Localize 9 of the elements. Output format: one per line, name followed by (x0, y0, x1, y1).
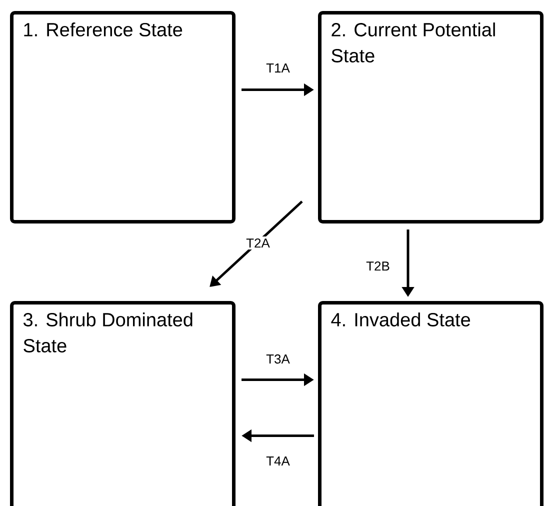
state-box: 4. Invaded State (318, 301, 544, 506)
edge-label: T3A (266, 354, 290, 364)
edge-label: T2A (244, 236, 272, 250)
edge-label: T2B (366, 261, 390, 271)
state-box: 1. Reference State (10, 11, 236, 224)
edge-label: T4A (266, 456, 290, 466)
state-box: 3. Shrub Dominated State (10, 301, 236, 506)
edge-label: T1A (266, 64, 290, 72)
state-box: 2. Current Potential State (318, 11, 544, 224)
